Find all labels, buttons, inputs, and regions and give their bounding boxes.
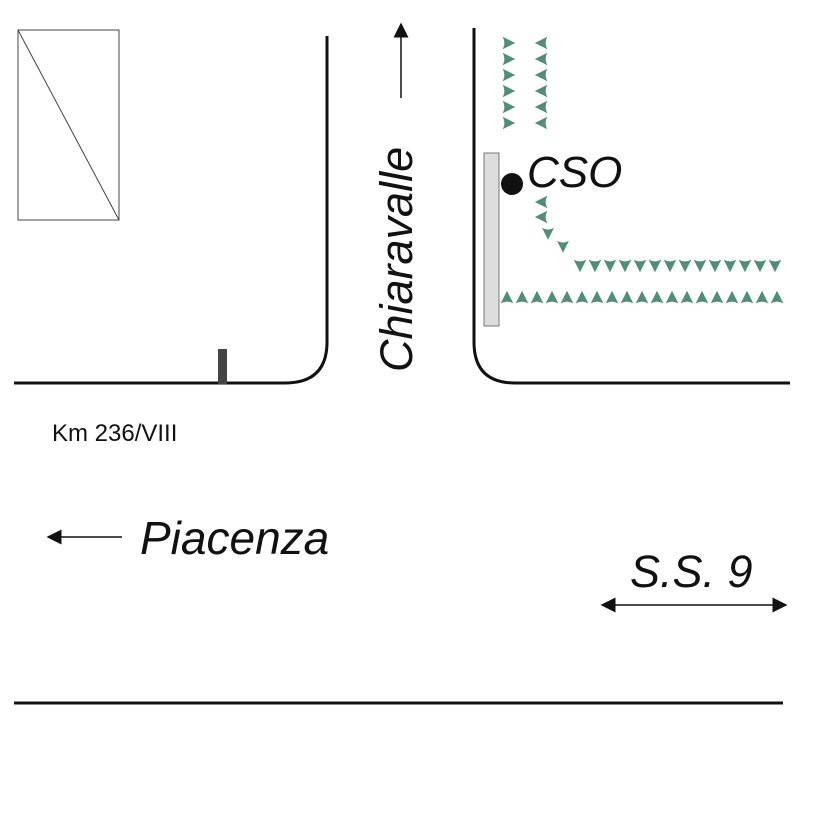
tree-icon <box>770 290 784 304</box>
road-edge-west <box>14 36 329 385</box>
tree-icon <box>633 259 647 273</box>
tree-icon <box>530 290 544 304</box>
road-network <box>14 28 790 705</box>
km-marker-label: Km 236/VIII <box>52 420 177 447</box>
tree-icon <box>534 100 548 114</box>
tree-icon <box>635 290 649 304</box>
tree-icon <box>620 290 634 304</box>
tree-icon <box>738 259 752 273</box>
tree-icon <box>650 290 664 304</box>
tree-icon <box>710 290 724 304</box>
vegetation-group <box>500 36 784 304</box>
tree-icon <box>663 259 677 273</box>
tree-icon <box>502 52 516 66</box>
tree-icon <box>680 290 694 304</box>
tree-icon <box>534 36 548 50</box>
road-name-label: S.S. 9 <box>630 546 753 597</box>
tree-icon <box>588 259 602 273</box>
legend-box <box>17 29 120 221</box>
tree-icon <box>575 290 589 304</box>
tree-icon <box>590 290 604 304</box>
tree-icon <box>557 240 569 253</box>
tree-icon <box>502 36 516 50</box>
tree-icon <box>753 259 767 273</box>
tree-icon <box>534 116 548 130</box>
tree-icon <box>502 68 516 82</box>
tree-icon <box>678 259 692 273</box>
tree-icon <box>502 84 516 98</box>
tree-icon <box>534 52 548 66</box>
tree-icon <box>534 84 548 98</box>
tree-icon <box>502 100 516 114</box>
tree-icon <box>665 290 679 304</box>
north-destination-label: Chiaravalle <box>371 147 422 372</box>
tree-icon <box>573 259 587 273</box>
tree-icon <box>545 290 559 304</box>
km-post <box>218 349 227 384</box>
tree-icon <box>502 116 516 130</box>
site-code-label: CSO <box>527 148 622 197</box>
tree-icon <box>725 290 739 304</box>
tree-icon <box>695 290 709 304</box>
tree-icon <box>500 290 514 304</box>
tree-icon <box>534 68 548 82</box>
tree-icon <box>693 259 707 273</box>
tree-icon <box>708 259 722 273</box>
tree-icon <box>542 227 554 240</box>
tree-icon <box>603 259 617 273</box>
tree-icon <box>534 210 548 224</box>
tree-icon <box>768 259 782 273</box>
tree-icon <box>618 259 632 273</box>
tree-icon <box>560 290 574 304</box>
west-destination-label: Piacenza <box>140 512 329 564</box>
tree-icon <box>515 290 529 304</box>
wall-strip <box>483 152 500 327</box>
road-edge-east <box>472 28 790 385</box>
tree-icon <box>648 259 662 273</box>
tree-icon <box>605 290 619 304</box>
tree-icon <box>755 290 769 304</box>
direction-arrows <box>46 22 788 613</box>
tree-icon <box>534 195 548 209</box>
tree-icon <box>740 290 754 304</box>
tree-icon <box>723 259 737 273</box>
cso-site-dot-icon <box>501 173 523 195</box>
